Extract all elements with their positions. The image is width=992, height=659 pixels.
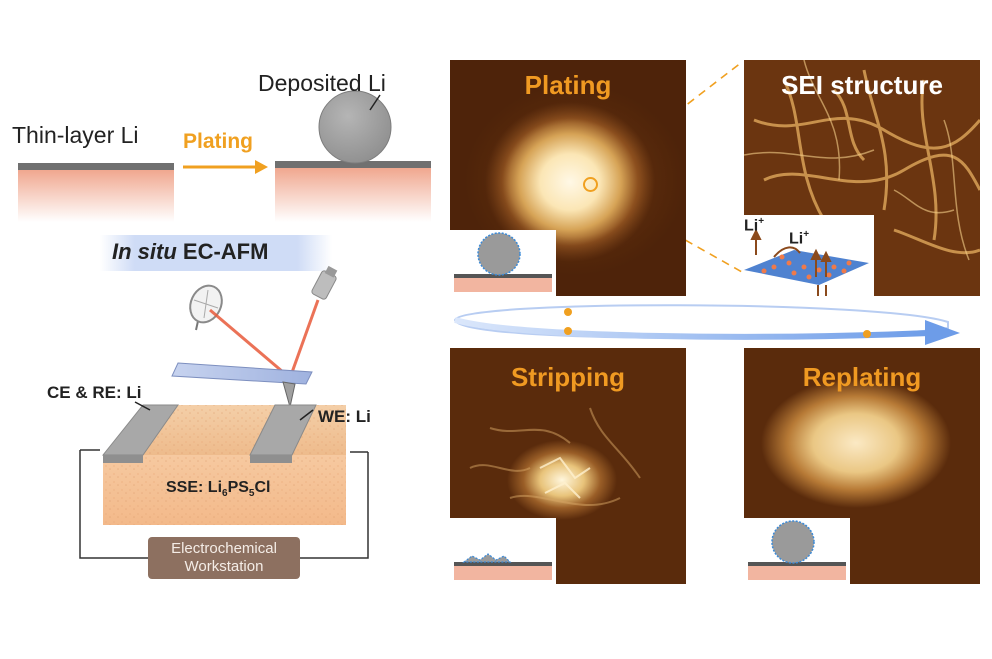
plating-arrowhead bbox=[255, 160, 268, 174]
workstation-label: Electrochemical Workstation bbox=[171, 540, 277, 575]
circuit-wire-right bbox=[300, 452, 369, 559]
plating-panel: Plating bbox=[450, 60, 686, 296]
deposited-label: Deposited Li bbox=[258, 70, 386, 96]
thin-layer-substrate bbox=[18, 170, 174, 222]
replating-title: Replating bbox=[802, 362, 922, 392]
flow-marker-2 bbox=[564, 327, 572, 335]
ec-afm-banner-bg bbox=[100, 235, 332, 271]
cycle-flow-arrowhead bbox=[925, 320, 960, 345]
stripping-texture bbox=[469, 407, 641, 507]
sei-li-ion-2: Li+ bbox=[789, 229, 810, 248]
ce-re-leader bbox=[134, 401, 151, 411]
photodetector-icon bbox=[189, 284, 223, 331]
workstation-box bbox=[148, 537, 300, 579]
replating-panel: Replating bbox=[744, 348, 980, 584]
banner-rest: EC-AFM bbox=[182, 239, 269, 264]
deposited-li-film bbox=[275, 161, 431, 168]
sei-li-ion-1: Li+ bbox=[744, 216, 765, 235]
deposited-li-sphere bbox=[318, 90, 392, 164]
stripping-inset bbox=[450, 518, 556, 584]
circuit-wire bbox=[79, 450, 148, 559]
plating-title: Plating bbox=[524, 70, 612, 100]
laser-beam-out bbox=[209, 308, 291, 380]
laser-beam-in bbox=[288, 299, 320, 379]
ce-re-label: CE & RE: Li bbox=[47, 383, 142, 402]
deposited-leader bbox=[369, 94, 381, 111]
afm-cantilever bbox=[171, 362, 313, 385]
flow-marker-1 bbox=[564, 308, 572, 316]
stripping-title: Stripping bbox=[510, 362, 626, 392]
plating-arrow-label: Plating bbox=[183, 130, 254, 153]
we-leader bbox=[299, 409, 314, 421]
sse-label: SSE: Li6PS5Cl bbox=[166, 479, 271, 500]
thin-layer-label: Thin-layer Li bbox=[12, 122, 139, 148]
sei-schematic-inset bbox=[744, 215, 874, 296]
flow-marker-3 bbox=[863, 330, 871, 338]
stripping-panel: Stripping bbox=[450, 348, 686, 584]
afm-tip bbox=[282, 381, 296, 408]
plating-ring-marker bbox=[583, 177, 598, 192]
banner-italic: In situ bbox=[112, 239, 177, 264]
ec-afm-banner: In situ EC-AFM bbox=[112, 239, 268, 265]
replating-inset bbox=[744, 518, 850, 584]
sei-title: SEI structure bbox=[781, 70, 943, 100]
sei-panel: SEI structure Li+ Li+ bbox=[744, 60, 980, 296]
laser-source-icon bbox=[311, 265, 338, 300]
we-label: WE: Li bbox=[318, 407, 371, 426]
deposited-substrate bbox=[275, 168, 431, 222]
thin-layer-li-film bbox=[18, 163, 174, 170]
plating-inset bbox=[450, 230, 556, 296]
